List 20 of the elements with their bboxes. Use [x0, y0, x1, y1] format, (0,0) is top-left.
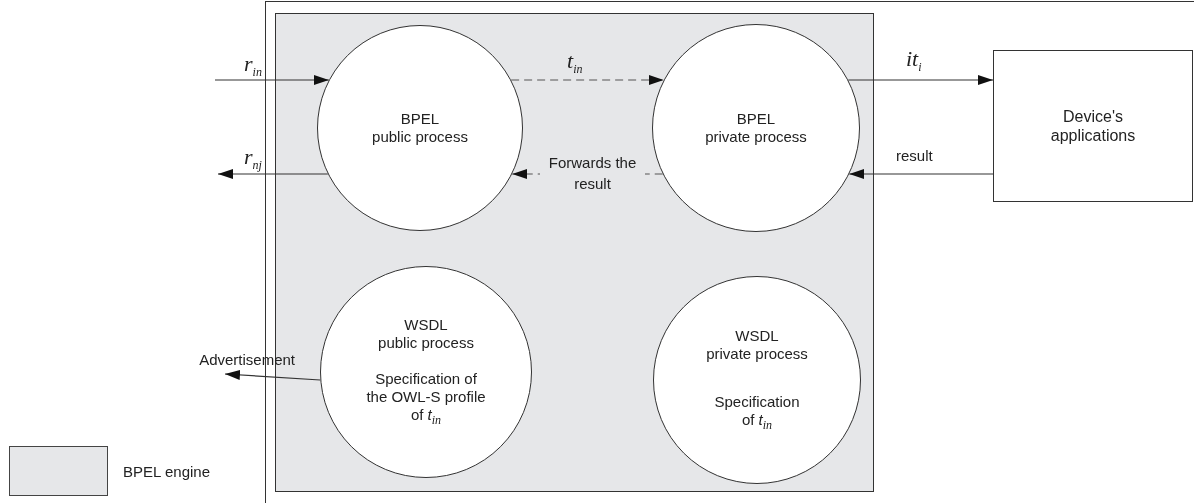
node-title: BPEL public process	[371, 110, 469, 146]
node-description: Specification of the OWL-S profile of t$_{in}$	[365, 369, 487, 429]
node-title: WSDL private process	[705, 326, 809, 363]
node-title: WSDL public process	[377, 315, 475, 352]
edge-label: r$_{nj}$	[244, 148, 262, 175]
arrow	[510, 75, 665, 85]
arrow	[847, 75, 994, 85]
arrow	[217, 169, 329, 179]
arrow	[848, 169, 994, 179]
node-title: BPEL private process	[704, 110, 808, 146]
legend-label: BPEL engine	[123, 463, 210, 481]
edge-label: t$_{in}$	[567, 52, 583, 79]
edge-label: result	[896, 147, 933, 165]
edge-label: it$_{i}$	[906, 50, 922, 77]
application-box	[993, 50, 1193, 202]
node-description: Specification of t$_{in}$	[713, 392, 801, 434]
arrow	[214, 75, 330, 85]
arrow	[224, 369, 321, 381]
node-title: Device's applications	[1049, 107, 1137, 145]
edge-label: r$_{in}$	[244, 55, 262, 82]
